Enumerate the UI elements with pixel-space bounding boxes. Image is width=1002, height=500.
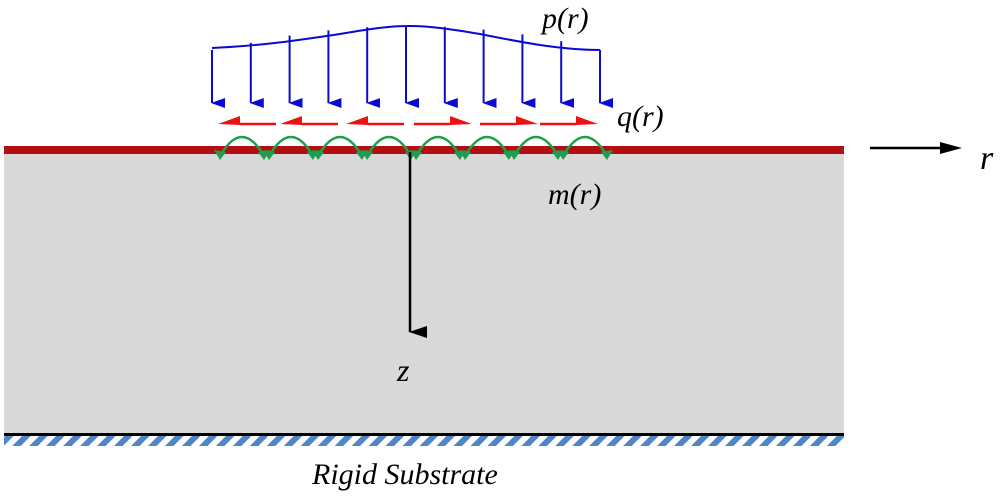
elastic-layer: [4, 150, 844, 433]
shear-arrows: [218, 116, 598, 126]
depth-axis-label: z: [397, 352, 410, 388]
substrate-hatch: [4, 436, 844, 446]
shear-arrow: [540, 116, 598, 126]
moment-label: m(r): [548, 178, 602, 211]
shear-arrow: [480, 116, 538, 126]
moment-arc: [557, 135, 613, 160]
surface-film: [4, 146, 844, 154]
r-axis-arrow: [870, 142, 962, 154]
shear-label: q(r): [617, 100, 664, 133]
moment-arcs: [214, 135, 613, 160]
pressure-profile-curve: [211, 24, 601, 51]
shear-arrow: [414, 116, 472, 126]
shear-arrow: [280, 116, 338, 126]
shear-arrow: [346, 116, 404, 126]
substrate-label: Rigid Substrate: [312, 458, 498, 491]
shear-arrow: [218, 116, 276, 126]
pressure-arrows: [211, 26, 613, 108]
substrate-line: [4, 433, 844, 436]
pressure-label: p(r): [542, 2, 589, 35]
radial-axis-label: r: [980, 140, 994, 177]
